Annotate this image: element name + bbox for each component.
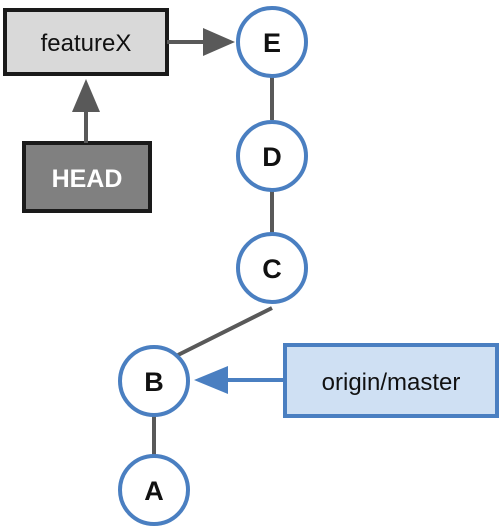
commit-e-label: E <box>263 28 281 58</box>
head-arrow <box>72 79 100 143</box>
remote-box <box>283 343 499 418</box>
remote-label: origin/master <box>322 369 461 396</box>
commit-b: B <box>118 345 190 417</box>
commit-b-label: B <box>144 367 164 397</box>
remote-ref-origin-master: origin/master <box>283 343 499 418</box>
remote-arrow <box>194 366 285 394</box>
commit-c-label: C <box>262 254 282 284</box>
branch-arrow <box>167 28 235 56</box>
commit-d: D <box>236 120 308 192</box>
edge-c-b <box>177 306 273 357</box>
branch-ref-featurex: featureX <box>3 8 169 76</box>
commit-d-label: D <box>262 142 282 172</box>
branch-box <box>3 8 169 76</box>
head-ref: HEAD <box>22 141 152 213</box>
head-box <box>22 141 152 213</box>
commit-e: E <box>236 6 308 78</box>
commit-a: A <box>118 454 190 526</box>
commit-a-label: A <box>144 476 164 506</box>
head-label: HEAD <box>52 165 123 193</box>
branch-label: featureX <box>41 30 132 57</box>
commit-c: C <box>236 232 308 304</box>
